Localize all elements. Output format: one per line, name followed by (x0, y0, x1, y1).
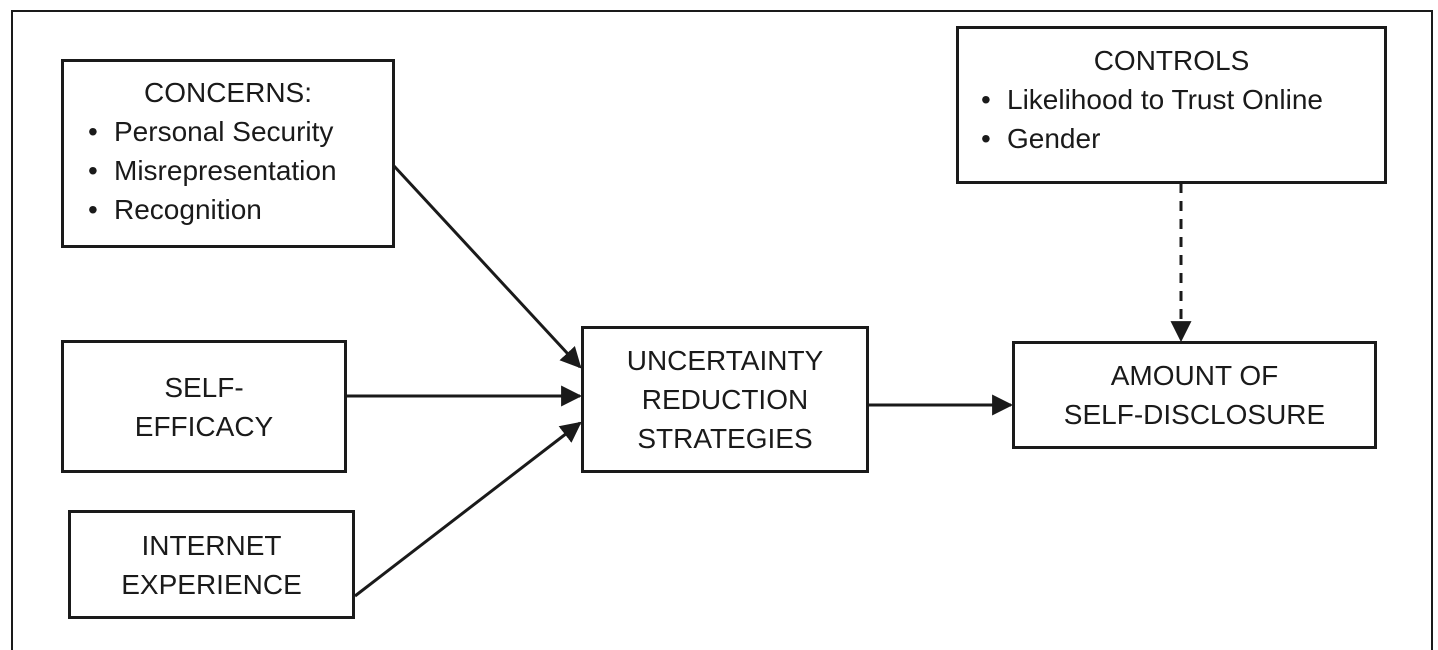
self-disclosure-line-1: AMOUNT OF (1110, 360, 1279, 391)
self-efficacy-box: SELF- EFFICACY (61, 340, 347, 473)
figure-frame (11, 10, 1433, 650)
internet-experience-line-2: EXPERIENCE (121, 568, 302, 600)
controls-item-trust-online: Likelihood to Trust Online (981, 80, 1384, 119)
controls-list: Likelihood to Trust Online Gender (981, 80, 1384, 158)
self-disclosure-line-2: SELF-DISCLOSURE (1063, 399, 1326, 430)
internet-experience-box: INTERNET EXPERIENCE (68, 510, 355, 619)
controls-box: CONTROLS Likelihood to Trust Online Gend… (956, 26, 1387, 184)
arrow-concerns-to-uncertainty (392, 164, 582, 369)
concerns-list: Personal Security Misrepresentation Reco… (88, 112, 392, 229)
controls-item-gender: Gender (981, 119, 1384, 158)
concerns-item-personal-security: Personal Security (88, 112, 392, 151)
uncertainty-reduction-line-2: REDUCTION (641, 384, 809, 415)
internet-experience-line-1: INTERNET (141, 529, 282, 561)
concerns-item-misrepresentation: Misrepresentation (88, 151, 392, 190)
uncertainty-reduction-line-1: UNCERTAINTY (626, 345, 824, 376)
self-disclosure-box: AMOUNT OF SELF-DISCLOSURE (1012, 341, 1377, 449)
arrow-internet-experience-to-uncertainty (354, 421, 582, 598)
controls-title: CONTROLS (1093, 45, 1250, 76)
uncertainty-reduction-line-3: STRATEGIES (637, 423, 813, 454)
uncertainty-reduction-box: UNCERTAINTY REDUCTION STRATEGIES (581, 326, 869, 473)
concerns-item-recognition: Recognition (88, 190, 392, 229)
self-efficacy-line-2: EFFICACY (134, 410, 274, 442)
self-efficacy-line-1: SELF- (164, 371, 244, 403)
concerns-box: CONCERNS: Personal Security Misrepresent… (61, 59, 395, 248)
concerns-title: CONCERNS: (143, 77, 312, 108)
